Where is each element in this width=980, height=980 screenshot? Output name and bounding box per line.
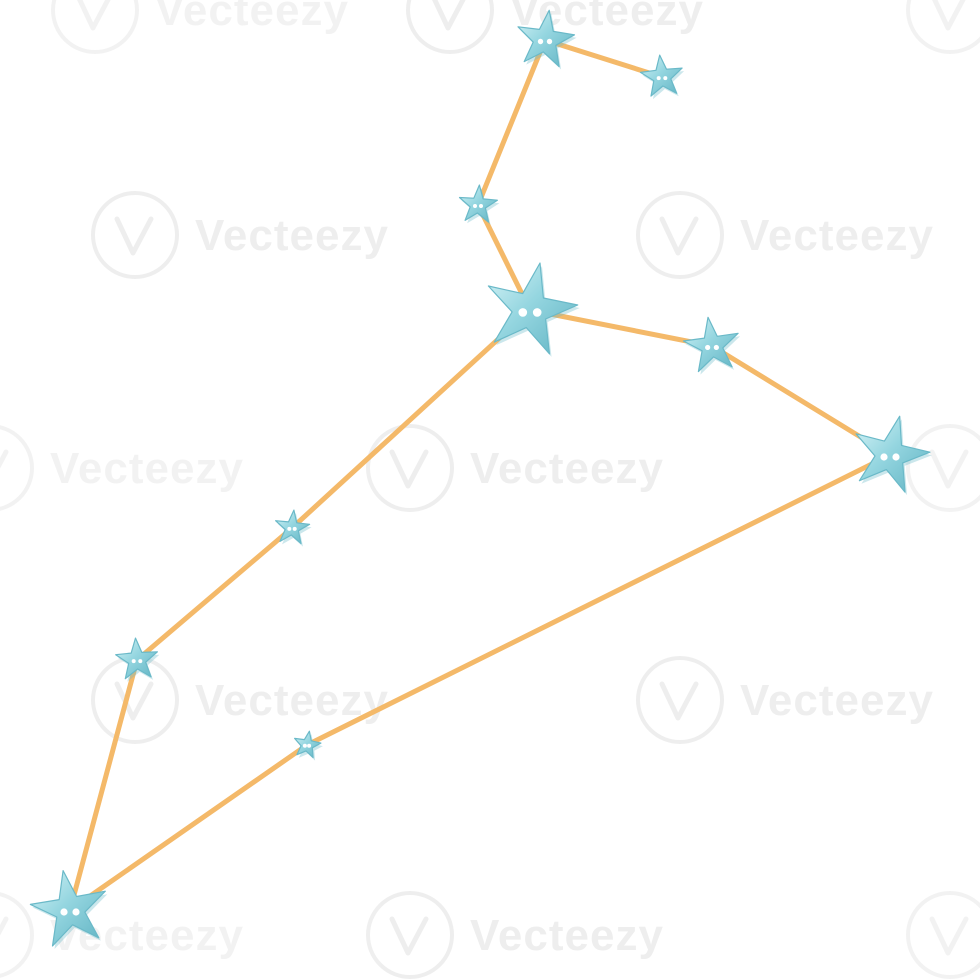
watermark: Vecteezy (636, 656, 934, 744)
constellation-line (67, 657, 140, 913)
star-icon (115, 637, 160, 682)
constellation-line (542, 37, 665, 80)
watermark-badge-icon (906, 891, 980, 979)
watermark-badge-icon (0, 892, 34, 978)
star-icon (275, 509, 312, 547)
watermark: Vecteezy (51, 0, 349, 54)
watermark-badge-icon (366, 891, 454, 979)
watermark-text: Vecteezy (195, 676, 389, 725)
watermark-badge-icon (0, 425, 34, 511)
watermark: Vecteezy (636, 191, 934, 279)
watermark-badge-icon (91, 191, 179, 279)
constellation-line (475, 202, 533, 313)
watermark-badge-icon (636, 191, 724, 279)
star-icon (487, 262, 580, 357)
watermark: Vecteezy (366, 424, 664, 512)
watermark-text: Vecteezy (50, 444, 244, 493)
star-icon (29, 870, 108, 949)
watermark-text: Vecteezy (155, 0, 349, 35)
constellation-line (304, 452, 893, 748)
watermark: Vecteezy (906, 0, 980, 54)
constellation-line (289, 307, 533, 531)
watermark-text: Vecteezy (740, 211, 934, 260)
constellation-line (134, 525, 295, 663)
star-icon (294, 730, 323, 761)
star-icon (458, 184, 500, 225)
watermark-badge-icon (406, 0, 494, 54)
watermark-badge-icon (906, 424, 980, 512)
watermark: Vecteezy (91, 656, 389, 744)
watermark: Vecteezy (906, 424, 980, 512)
star-icon (682, 316, 741, 375)
watermark-text: Vecteezy (470, 444, 664, 493)
watermark-text: Vecteezy (470, 911, 664, 960)
watermark: Vecteezy (0, 425, 244, 511)
star-icon (639, 54, 685, 100)
watermark-badge-icon (906, 0, 980, 54)
watermark: Vecteezy (366, 891, 664, 979)
watermark-badge-icon (636, 656, 724, 744)
constellation-line (475, 37, 548, 208)
watermark-text: Vecteezy (740, 676, 934, 725)
star-icon (517, 9, 577, 70)
constellation-lines (67, 37, 893, 913)
constellation-stars (29, 9, 932, 949)
watermark: Vecteezy (906, 891, 980, 979)
constellation-line (527, 307, 715, 349)
watermark-badge-icon (51, 0, 139, 54)
watermark-badge-icon (366, 424, 454, 512)
watermark: Vecteezy (91, 191, 389, 279)
watermark-text: Vecteezy (195, 211, 389, 260)
constellation-line (67, 742, 310, 913)
star-icon (855, 415, 932, 496)
